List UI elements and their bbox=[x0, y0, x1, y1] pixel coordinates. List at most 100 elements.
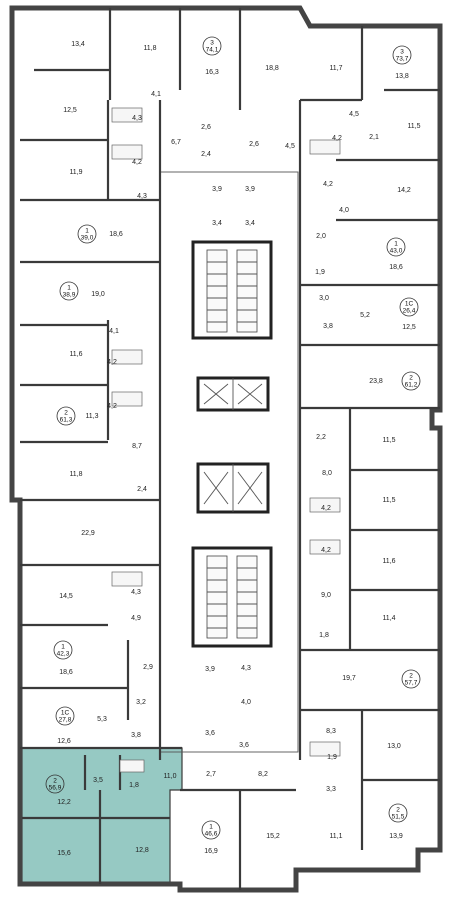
apartment-badge[interactable]: 2 51,5 bbox=[388, 803, 408, 823]
apartment-rooms: 1 bbox=[394, 241, 398, 248]
room-area-label: 4,2 bbox=[323, 181, 333, 188]
room-labels: 13,4 11,8 16,3 18,8 11,7 13,8 4,1 12,5 4… bbox=[57, 41, 420, 857]
apartment-rooms: 1 bbox=[209, 824, 213, 831]
room-area-label: 3,9 bbox=[212, 186, 222, 193]
room-area-label: 3,2 bbox=[136, 699, 146, 706]
room-area-label: 11,5 bbox=[407, 123, 420, 130]
room-area-label: 16,9 bbox=[204, 848, 218, 855]
room-area-label: 12,5 bbox=[63, 107, 77, 114]
interior-walls-right bbox=[180, 26, 440, 890]
room-area-label: 15,6 bbox=[57, 850, 71, 857]
room-area-label: 2,0 bbox=[316, 233, 326, 240]
apartment-rooms: 1 bbox=[61, 644, 65, 651]
apartment-area: 51,5 bbox=[392, 814, 405, 821]
room-area-label: 15,2 bbox=[266, 833, 280, 840]
apartment-badge[interactable]: 1 39,0 bbox=[77, 224, 97, 244]
room-area-label: 11,5 bbox=[382, 497, 395, 504]
apartment-badge[interactable]: 3 74,1 bbox=[202, 36, 222, 56]
room-area-label: 3,4 bbox=[245, 220, 255, 227]
room-area-label: 5,2 bbox=[360, 312, 370, 319]
room-area-label: 8,3 bbox=[326, 728, 336, 735]
apartment-badges[interactable]: 3 74,1 3 73,7 1 39,0 1 43,0 1 38,9 1С 26… bbox=[45, 36, 421, 840]
room-area-label: 1,8 bbox=[319, 632, 329, 639]
room-area-label: 4,3 bbox=[137, 193, 147, 200]
room-area-label: 2,9 bbox=[143, 664, 153, 671]
room-area-label: 2,7 bbox=[206, 771, 216, 778]
room-area-label: 11,8 bbox=[143, 45, 156, 52]
room-area-label: 4,9 bbox=[131, 615, 141, 622]
room-area-label: 11,4 bbox=[382, 615, 395, 622]
room-area-label: 3,3 bbox=[326, 786, 336, 793]
apartment-badge[interactable]: 1С 26,4 bbox=[399, 297, 419, 317]
room-area-label: 4,2 bbox=[107, 359, 117, 366]
apartment-rooms: 1С bbox=[405, 301, 414, 308]
corridor bbox=[159, 171, 299, 753]
room-area-label: 18,6 bbox=[109, 231, 123, 238]
room-area-label: 3,8 bbox=[323, 323, 333, 330]
room-area-label: 4,5 bbox=[349, 111, 359, 118]
room-area-label: 4,2 bbox=[321, 547, 331, 554]
lift-shafts-north bbox=[196, 376, 270, 412]
room-area-label: 4,1 bbox=[151, 91, 161, 98]
room-area-label: 12,6 bbox=[57, 738, 71, 745]
room-area-label: 4,2 bbox=[321, 505, 331, 512]
room-area-label: 3,9 bbox=[245, 186, 255, 193]
room-area-label: 2,2 bbox=[316, 434, 326, 441]
room-area-label: 13,9 bbox=[389, 833, 403, 840]
room-area-label: 4,2 bbox=[132, 159, 142, 166]
apartment-rooms: 3 bbox=[400, 49, 404, 56]
room-area-label: 4,3 bbox=[131, 589, 141, 596]
room-area-label: 4,3 bbox=[241, 665, 251, 672]
apartment-badge-highlighted[interactable]: 2 56,9 bbox=[45, 774, 65, 794]
highlighted-apartment-area[interactable] bbox=[21, 747, 183, 885]
apartment-rooms: 1 bbox=[67, 285, 71, 292]
apartment-badge[interactable]: 1 38,9 bbox=[59, 281, 79, 301]
apartment-rooms: 2 bbox=[409, 375, 413, 382]
room-area-label: 2,4 bbox=[201, 151, 211, 158]
apartment-area: 73,7 bbox=[396, 56, 409, 63]
apartment-area: 27,8 bbox=[59, 717, 72, 724]
room-area-label: 1,8 bbox=[129, 782, 139, 789]
room-area-label: 4,2 bbox=[107, 403, 117, 410]
apartment-rooms: 1 bbox=[85, 228, 89, 235]
room-area-label: 4,0 bbox=[241, 699, 251, 706]
apartment-badge[interactable]: 2 61,2 bbox=[401, 371, 421, 391]
apartment-badge[interactable]: 2 61,3 bbox=[56, 406, 76, 426]
room-area-label: 18,8 bbox=[265, 65, 279, 72]
apartment-badge[interactable]: 1 46,6 bbox=[201, 820, 221, 840]
room-area-label: 4,3 bbox=[132, 115, 142, 122]
room-area-label: 8,2 bbox=[258, 771, 268, 778]
apartment-badge[interactable]: 1С 27,8 bbox=[55, 706, 75, 726]
room-area-label: 11,6 bbox=[69, 351, 82, 358]
room-area-label: 22,9 bbox=[81, 530, 95, 537]
room-area-label: 11,9 bbox=[69, 169, 82, 176]
room-area-label: 4,0 bbox=[339, 207, 349, 214]
room-area-label: 2,6 bbox=[201, 124, 211, 131]
apartment-area: 61,3 bbox=[60, 417, 73, 424]
stair-north bbox=[191, 240, 273, 340]
room-area-label: 4,2 bbox=[332, 135, 342, 142]
room-area-label: 23,8 bbox=[369, 378, 383, 385]
room-area-label: 11,6 bbox=[382, 558, 395, 565]
room-area-label: 1,9 bbox=[327, 754, 337, 761]
apartment-rooms: 2 bbox=[396, 807, 400, 814]
room-area-label: 8,7 bbox=[132, 443, 142, 450]
room-area-label: 2,6 bbox=[249, 141, 259, 148]
room-area-label: 3,9 bbox=[205, 666, 215, 673]
apartment-badge[interactable]: 2 57,7 bbox=[401, 669, 421, 689]
room-area-label: 14,2 bbox=[397, 187, 411, 194]
apartment-area: 43,0 bbox=[390, 248, 403, 255]
room-area-label: 3,5 bbox=[93, 777, 103, 784]
apartment-area: 61,2 bbox=[405, 382, 418, 389]
room-area-label: 2,1 bbox=[369, 134, 379, 141]
room-area-label: 3,0 bbox=[319, 295, 329, 302]
apartment-badge[interactable]: 1 42,3 bbox=[53, 640, 73, 660]
apartment-badge[interactable]: 3 73,7 bbox=[392, 45, 412, 65]
room-area-label: 1,9 bbox=[315, 269, 325, 276]
apartment-rooms: 1С bbox=[61, 710, 70, 717]
bathroom-fixtures bbox=[111, 107, 341, 773]
room-area-label: 6,7 bbox=[171, 139, 181, 146]
apartment-badge[interactable]: 1 43,0 bbox=[386, 237, 406, 257]
room-area-label: 11,1 bbox=[329, 833, 342, 840]
